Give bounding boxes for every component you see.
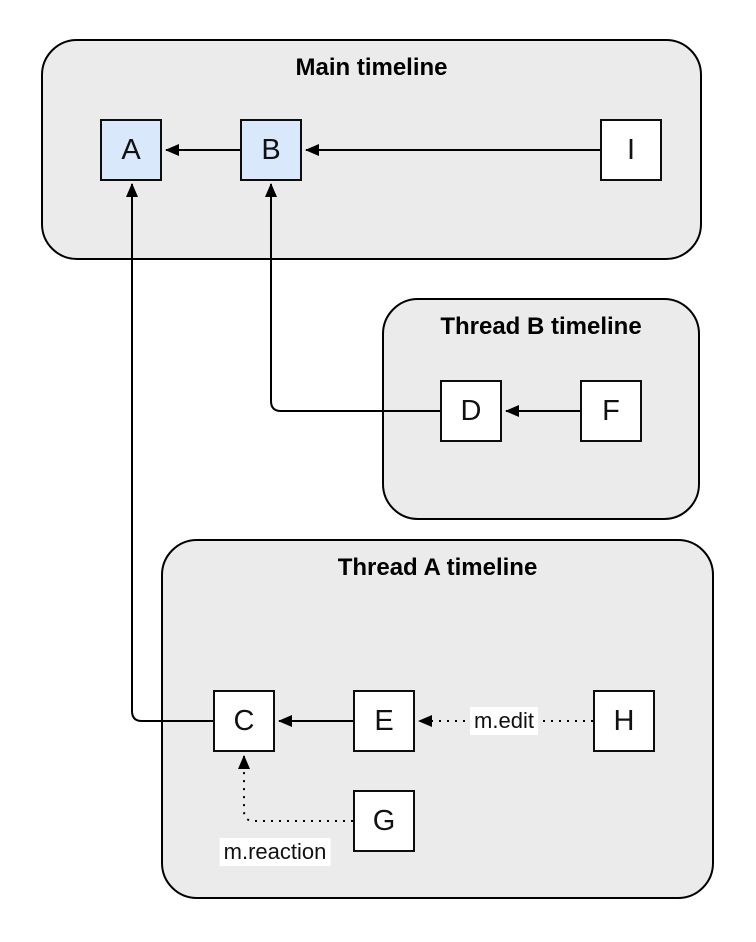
event-node-c: C bbox=[213, 690, 275, 752]
event-node-b: B bbox=[240, 119, 302, 181]
edge-label-m-edit: m.edit bbox=[470, 707, 538, 735]
event-node-e: E bbox=[353, 690, 415, 752]
container-thread-b-timeline: Thread B timeline bbox=[382, 298, 700, 520]
event-node-a: A bbox=[100, 119, 162, 181]
container-title-thread-a: Thread A timeline bbox=[337, 554, 538, 581]
event-node-f: F bbox=[580, 380, 642, 442]
container-title-main: Main timeline bbox=[295, 54, 448, 81]
event-node-i: I bbox=[600, 119, 662, 181]
container-title-thread-b: Thread B timeline bbox=[440, 313, 642, 340]
event-node-g: G bbox=[353, 790, 415, 852]
edge-label-m-reaction: m.reaction bbox=[219, 838, 331, 866]
event-node-h: H bbox=[593, 690, 655, 752]
event-node-d: D bbox=[440, 380, 502, 442]
